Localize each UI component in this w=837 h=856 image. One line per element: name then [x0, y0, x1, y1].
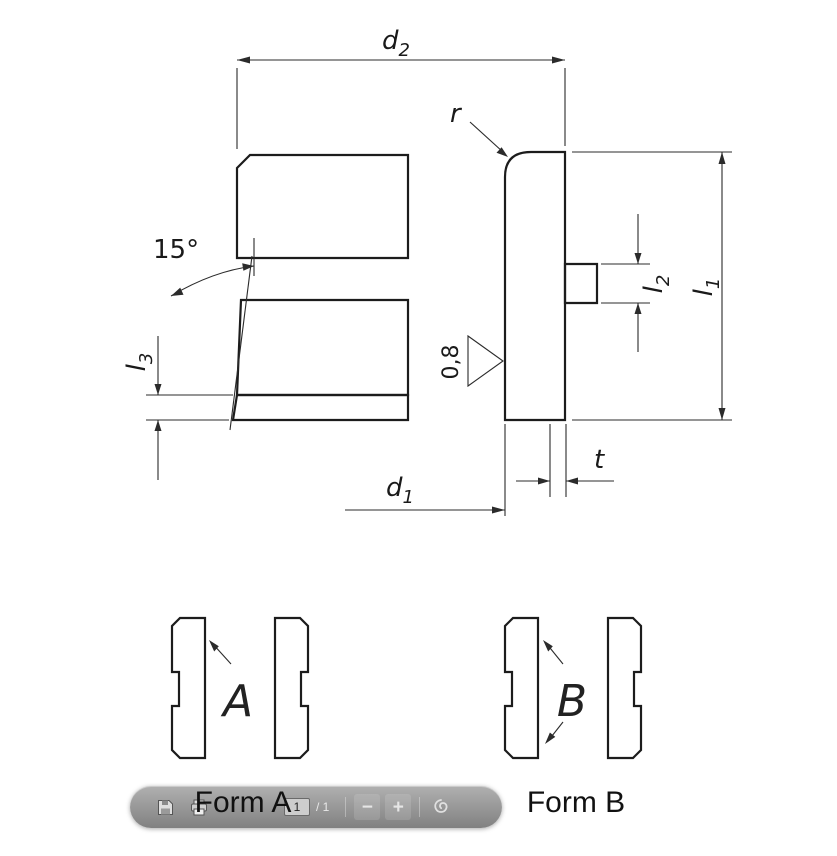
form-b-annotation: B	[543, 640, 587, 744]
knurl-bottom-block	[235, 298, 410, 397]
form-b-view	[503, 616, 643, 760]
form-b-left-wall	[503, 616, 540, 760]
zoom-in-button[interactable]: +	[385, 794, 412, 820]
page-indicator: 1 / 1	[284, 798, 329, 816]
dimension-l1: l1	[572, 151, 732, 421]
dim-label-d1: d1	[386, 473, 414, 508]
dim-label-l1: l1	[689, 278, 724, 297]
knurl-top-block	[235, 153, 410, 260]
plus-icon: +	[392, 796, 404, 818]
dim-label-d2: d2	[382, 26, 410, 61]
roughness-label: 0,8	[439, 345, 464, 380]
dimension-l2: l2	[601, 214, 674, 352]
form-a-left-wall	[170, 616, 207, 760]
dimension-l3: l3	[122, 336, 233, 480]
dimension-d1: d1	[345, 424, 506, 516]
plain-band	[231, 393, 410, 422]
form-b-letter: B	[557, 676, 587, 727]
form-a-view	[170, 616, 310, 760]
flange-protrusion	[563, 262, 599, 305]
page-count-label: / 1	[316, 800, 330, 814]
dim-label-l3: l3	[122, 353, 157, 372]
pdf-toolbar: 1 / 1 − +	[130, 786, 502, 828]
dimension-d2: d2	[236, 26, 566, 149]
form-a-letter: A	[220, 676, 253, 727]
form-b-right-wall	[606, 616, 643, 760]
print-icon	[191, 799, 207, 815]
dimension-t: t	[516, 424, 614, 497]
form-b-caption: Form B	[527, 786, 625, 819]
acrobat-icon	[434, 799, 448, 813]
dimension-r: r	[450, 99, 508, 157]
form-a-right-wall	[273, 616, 310, 760]
form-a-annotation: A	[209, 640, 253, 727]
page-number-input[interactable]: 1	[284, 798, 310, 816]
save-icon	[157, 799, 173, 815]
toolbar-divider	[419, 797, 421, 817]
print-button[interactable]	[186, 794, 212, 820]
taper-construction-line	[229, 255, 253, 431]
surface-roughness-symbol: 0,8	[439, 334, 504, 388]
angle-label: 15°	[153, 235, 199, 265]
dimension-angle-15: 15°	[153, 235, 255, 297]
dim-label-t: t	[594, 445, 605, 475]
part-section-view	[229, 150, 599, 431]
acrobat-button[interactable]	[428, 794, 454, 820]
minus-icon: −	[361, 796, 373, 818]
flange-body	[503, 150, 567, 422]
zoom-out-button[interactable]: −	[354, 794, 381, 820]
dim-label-r: r	[450, 99, 463, 129]
save-button[interactable]	[152, 794, 178, 820]
dim-label-l2: l2	[639, 275, 674, 294]
toolbar-divider	[345, 797, 347, 817]
